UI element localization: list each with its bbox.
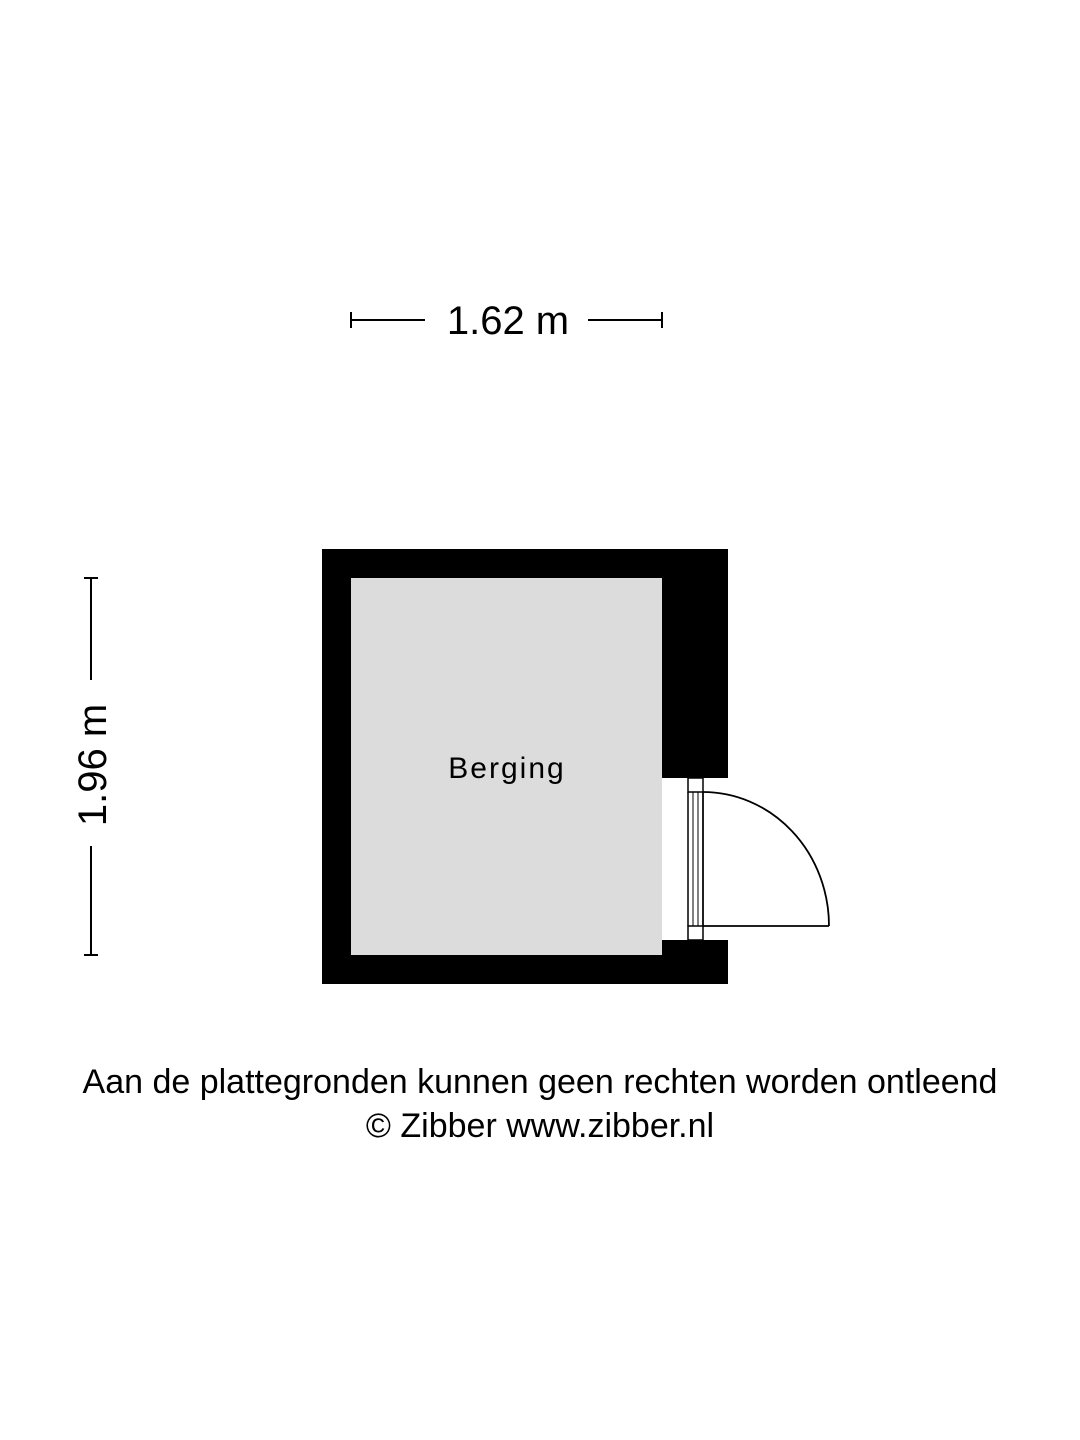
door-opening (662, 777, 729, 941)
height-dimension-label: 1.96 m (71, 704, 115, 826)
door-jamb-bottom (687, 925, 704, 941)
width-dimension: 1.62 m (350, 299, 663, 343)
room-floor (351, 578, 662, 955)
width-dimension-label: 1.62 m (447, 299, 569, 343)
door-swing-arc (702, 791, 830, 927)
door-gap-floor-edge (662, 778, 688, 940)
height-dimension: 1.96 m (71, 577, 115, 956)
copyright-text: © Zibber www.zibber.nl (365, 1107, 715, 1145)
door-swing (702, 791, 830, 927)
room-label: Berging (448, 752, 565, 785)
disclaimer-text: Aan de plattegronden kunnen geen rechten… (82, 1063, 998, 1101)
door-jamb-top (687, 777, 704, 793)
